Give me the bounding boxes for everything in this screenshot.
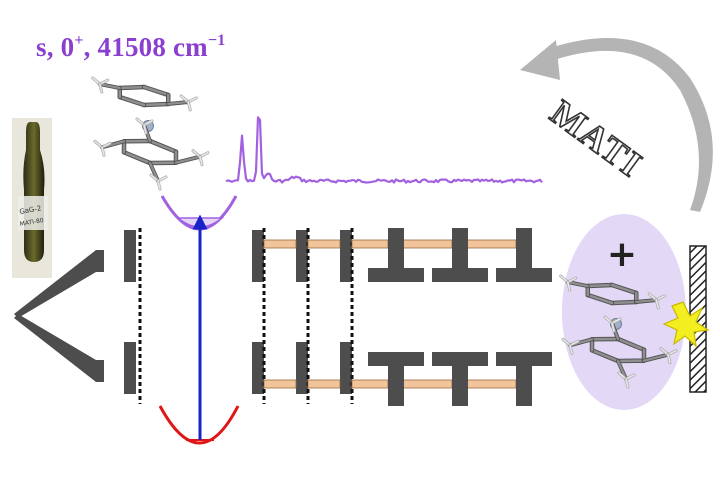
unit-superscript: −1	[207, 32, 226, 49]
insulating-spacer	[307, 379, 341, 389]
insulating-spacer	[465, 239, 517, 249]
molecule-icon	[91, 76, 210, 191]
insulating-spacer	[351, 239, 389, 249]
electrode-plate	[252, 230, 264, 282]
insulating-spacer	[263, 239, 297, 249]
ion-optics-electrodes	[124, 228, 552, 406]
electronic-state-label: s, 0+, 41508 cm−1	[36, 32, 225, 63]
lens-element	[452, 366, 468, 406]
mati-spectrum	[225, 116, 543, 184]
lens-element	[516, 228, 532, 268]
lens-element	[368, 352, 424, 366]
ion-cloud	[562, 214, 686, 410]
technique-label: MATI	[543, 92, 650, 185]
insulating-spacer	[465, 379, 517, 389]
lens-element	[388, 228, 404, 268]
lens-element	[432, 268, 488, 282]
electrode-plate	[252, 342, 264, 394]
lens-element	[368, 268, 424, 282]
insulating-spacer	[263, 379, 297, 389]
ground-state-potential	[158, 405, 240, 445]
molecule-icon	[559, 274, 678, 389]
sample-vial-photo: GaG-2 MATI-80	[12, 118, 52, 278]
spark-icon	[662, 301, 710, 348]
lens-element	[388, 366, 404, 406]
svg-text:MATI-80: MATI-80	[19, 217, 44, 228]
state-energy: , 41508 cm	[83, 32, 208, 62]
nozzle-skimmer	[14, 250, 104, 382]
ion-charge-symbol: +	[607, 234, 637, 275]
insulating-spacer	[401, 379, 453, 389]
lens-element	[496, 268, 552, 282]
state-symmetry: s, 0	[36, 32, 75, 62]
electrode-plate	[296, 342, 308, 394]
curved-arrow-icon	[520, 38, 713, 212]
insulating-spacer	[351, 379, 389, 389]
electrode-plate	[340, 230, 352, 282]
lens-element	[516, 366, 532, 406]
lens-element	[452, 228, 468, 268]
svg-text:GaG-2: GaG-2	[19, 204, 42, 216]
electrode-plate	[124, 230, 136, 282]
lens-element	[432, 352, 488, 366]
electrode-plate	[124, 342, 136, 394]
insulating-spacer	[401, 239, 453, 249]
electrode-plate	[340, 342, 352, 394]
lens-element	[496, 352, 552, 366]
insulating-spacer	[307, 239, 341, 249]
electrode-plate	[296, 230, 308, 282]
charge-superscript: +	[74, 32, 84, 49]
